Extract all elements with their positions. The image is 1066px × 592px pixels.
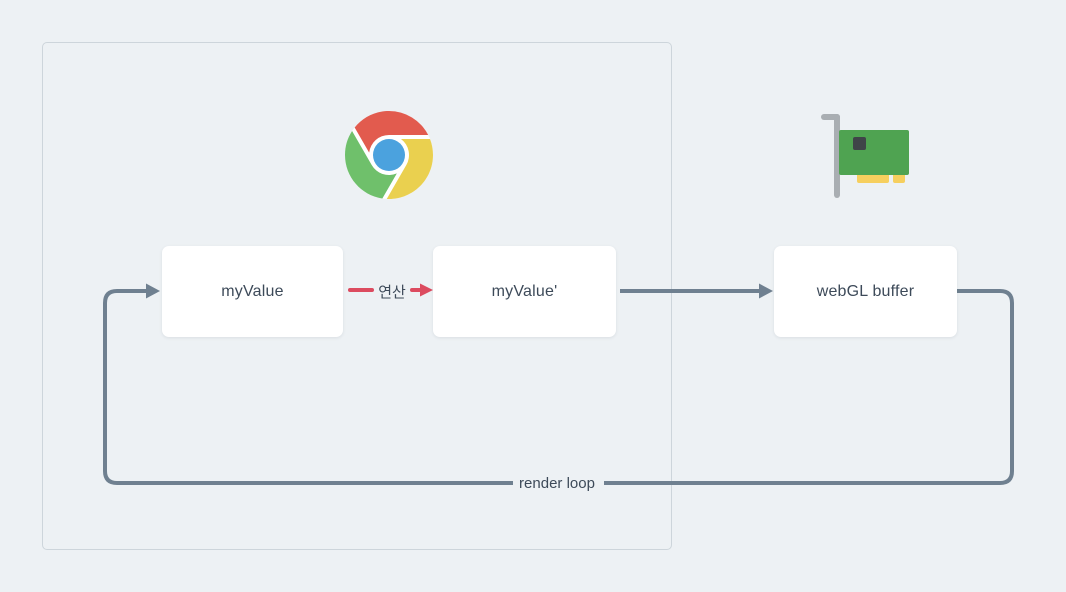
gpu-bracket-bar	[834, 114, 840, 198]
render-loop-arrow	[103, 283, 1014, 485]
gpu-connector-pin-narrow	[893, 175, 905, 183]
chrome-green-slice	[345, 131, 397, 199]
gpu-card-icon	[820, 112, 912, 202]
gpu-chip	[853, 137, 866, 150]
render-loop-line-right	[604, 289, 1014, 485]
operation-arrowhead	[420, 283, 433, 297]
gpu-connector-pin-wide	[857, 175, 889, 183]
chrome-blue-center	[372, 138, 406, 172]
operation-edge-label: 연산	[378, 284, 406, 301]
render-loop-label: render loop	[519, 475, 595, 492]
operation-arrow	[348, 283, 433, 297]
gpu-board	[839, 130, 909, 175]
node-webgl-buffer-label: webGL buffer	[816, 282, 915, 300]
render-loop-arrowhead	[146, 283, 160, 299]
chrome-icon	[345, 111, 433, 199]
render-loop-line-left	[103, 289, 513, 485]
node-myvalue: myValue	[162, 246, 343, 337]
chrome-red-slice	[354, 111, 429, 153]
gpu-bracket-icon	[821, 114, 840, 120]
chrome-yellow-slice	[386, 138, 433, 199]
data-flow-arrow	[620, 283, 773, 299]
node-myvalue-prime-label: myValue'	[491, 282, 558, 300]
node-myvalue-prime: myValue'	[433, 246, 616, 337]
node-myvalue-label: myValue	[221, 282, 284, 300]
data-flow-arrowhead	[759, 283, 773, 299]
node-webgl-buffer: webGL buffer	[774, 246, 957, 337]
browser-boundary-box	[42, 42, 672, 550]
